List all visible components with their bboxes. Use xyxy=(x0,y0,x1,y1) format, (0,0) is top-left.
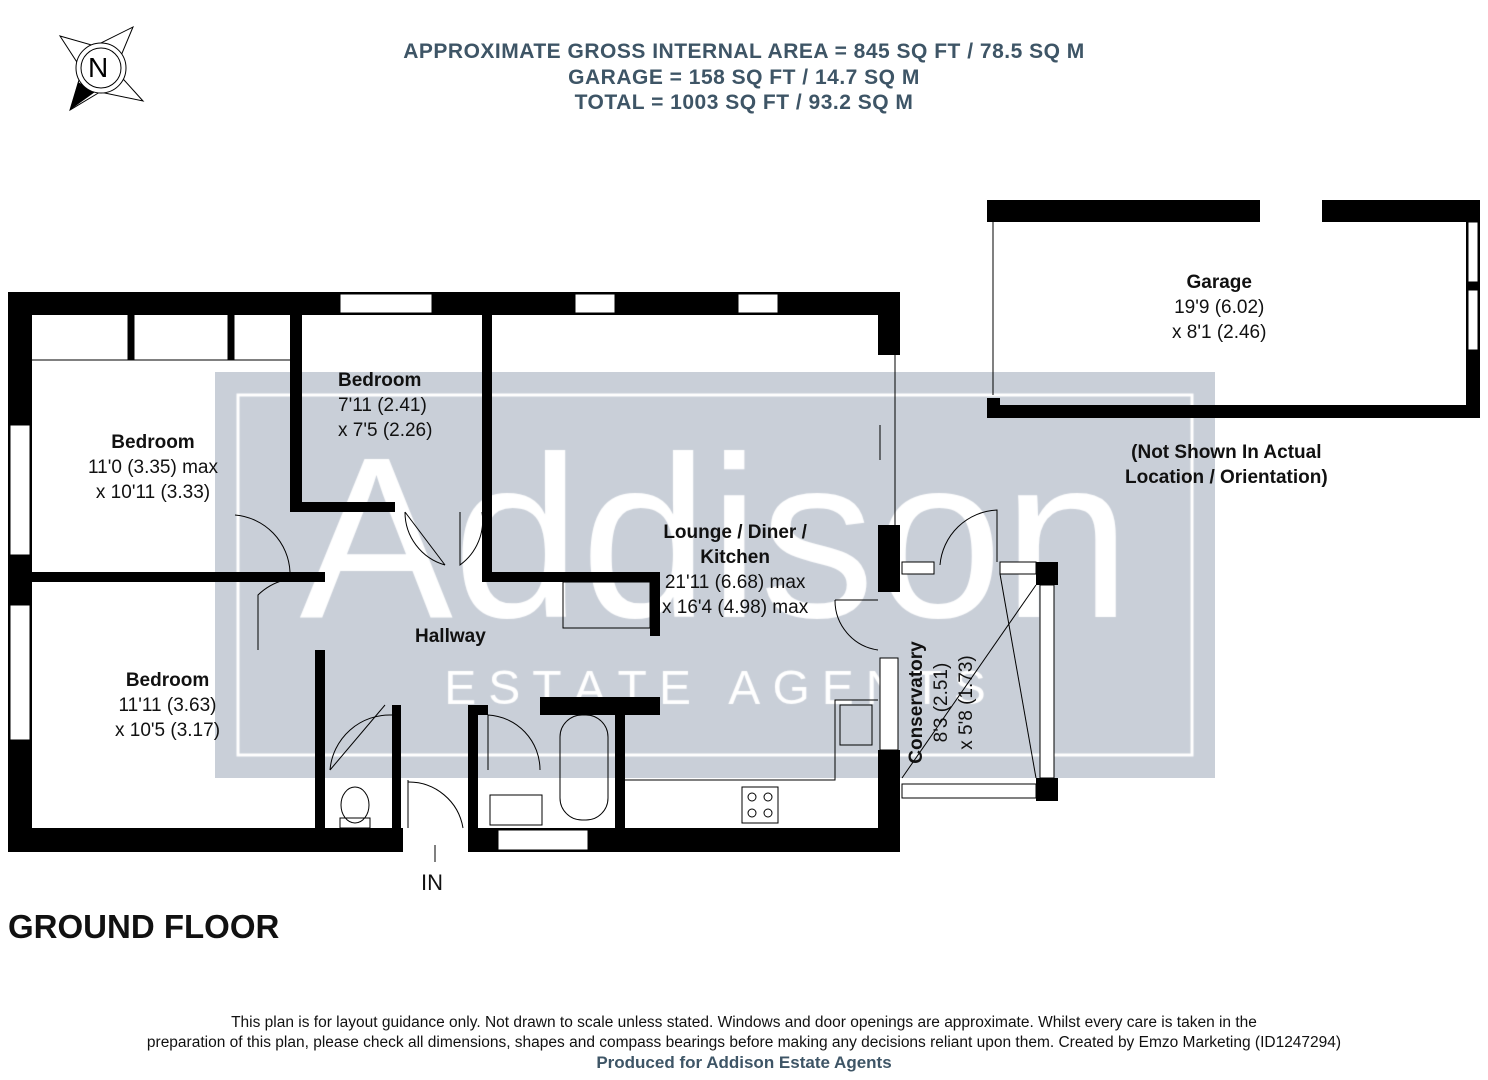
produced-for: Produced for Addison Estate Agents xyxy=(596,1053,892,1072)
entrance-label: IN xyxy=(421,870,443,895)
disclaimer-line-2: preparation of this plan, please check a… xyxy=(146,1034,1342,1051)
floor-title: GROUND FLOOR xyxy=(8,908,280,945)
fixtures xyxy=(32,222,1037,862)
compass-north-icon xyxy=(58,25,145,112)
area-line-gross: APPROXIMATE GROSS INTERNAL AREA = 845 SQ… xyxy=(403,40,1085,63)
walls xyxy=(8,200,1480,852)
compass-letter: N xyxy=(88,52,109,83)
room-hallway: Hallway xyxy=(415,626,486,647)
area-line-total: TOTAL = 1003 SQ FT / 93.2 SQ M xyxy=(574,91,914,114)
area-line-garage: GARAGE = 158 SQ FT / 14.7 SQ M xyxy=(568,66,920,89)
disclaimer-line-1: This plan is for layout guidance only. N… xyxy=(231,1014,1257,1031)
windows xyxy=(9,221,1479,851)
